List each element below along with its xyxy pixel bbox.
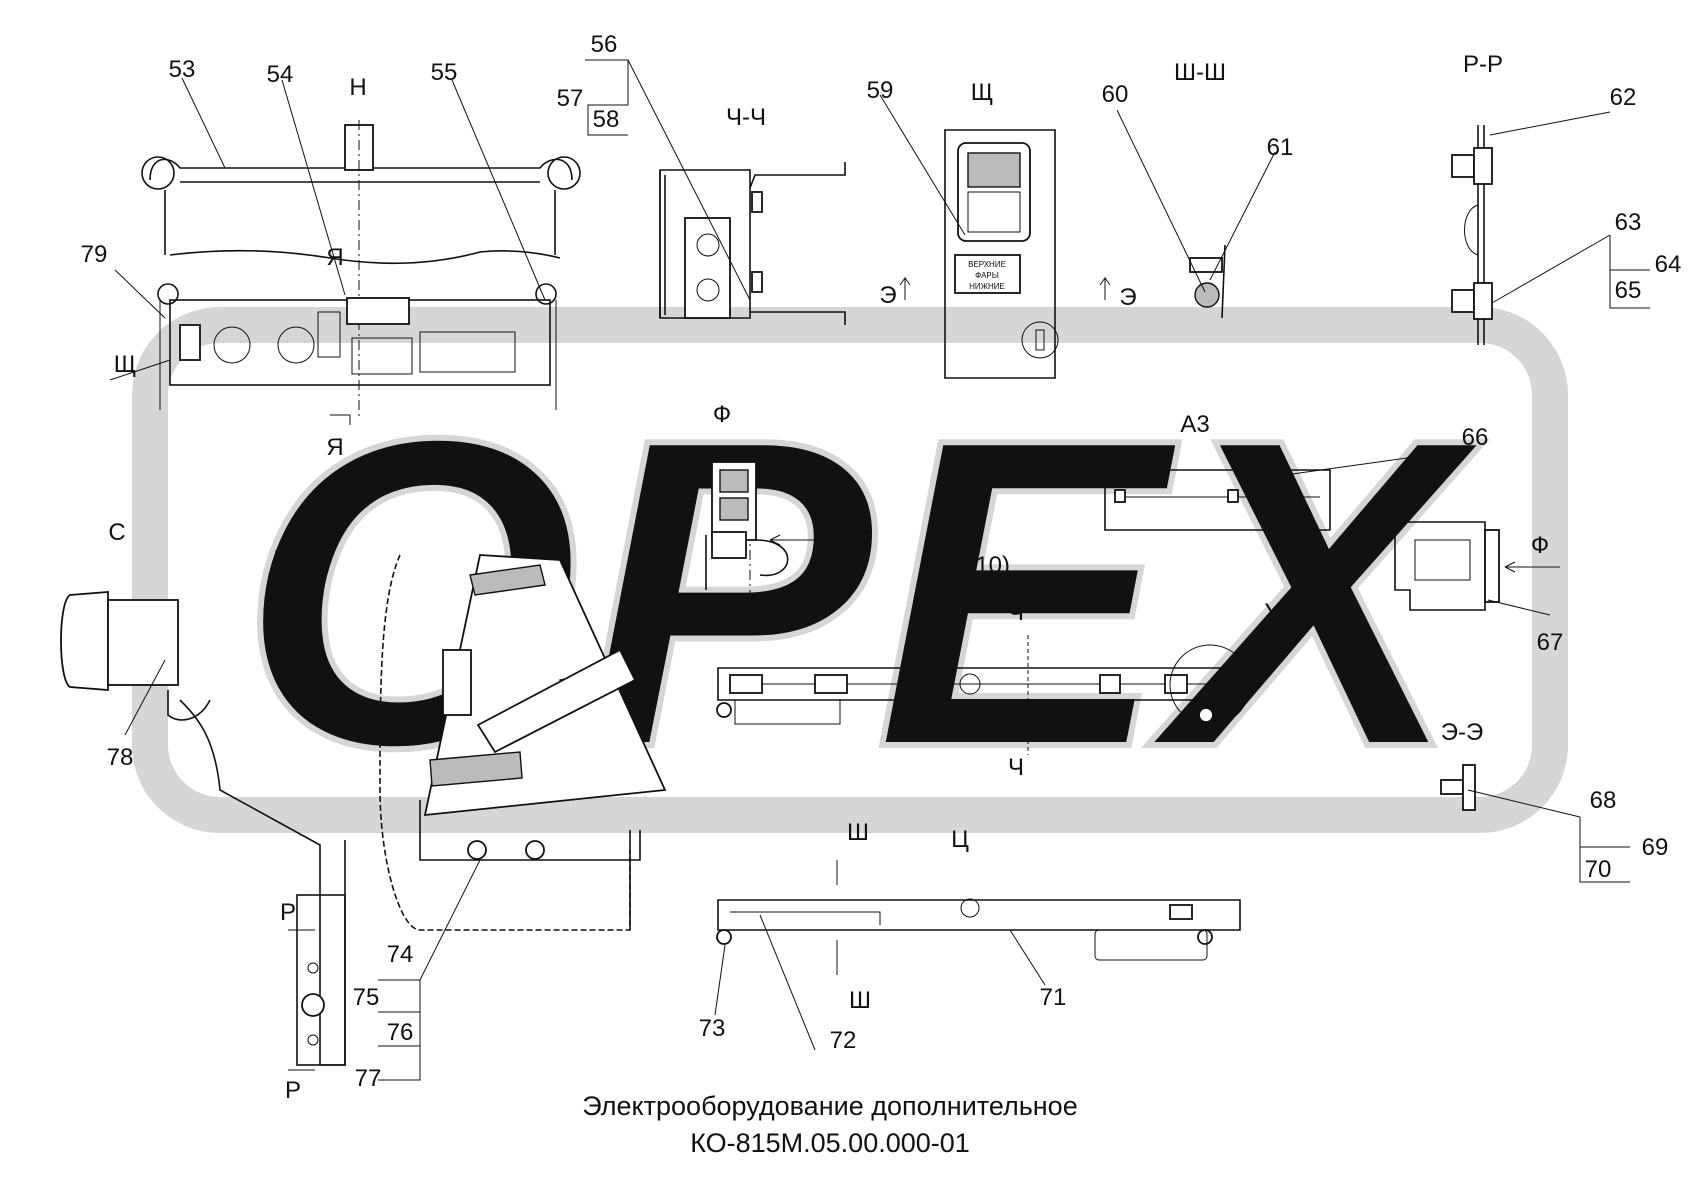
section-ya-ya [379,554,667,931]
view-ts-beam [716,860,1241,975]
callout-69: 69 [1642,834,1669,861]
label-section-ya-top: Я [326,244,343,271]
arrow-f-side [1504,561,1560,573]
label-section-ch-bottom: Ч [1008,754,1024,781]
label-r-top: Р [280,899,296,926]
label-section-e-right: Э [1119,284,1136,311]
label-section-sh-bottom: Ш [849,987,871,1014]
callout-55: 55 [431,59,458,86]
label-arrow-ts: Ц [813,506,831,533]
callout-54: 54 [267,61,294,88]
switch-label-upper: ВЕРХНИЕ [968,260,1006,269]
section-r-r [1451,125,1493,345]
label-a3: А3 [1180,411,1209,438]
label-view-u-top: У [1432,464,1448,491]
label-section-ch-ch: Ч-Ч [726,104,766,131]
leader-shch [109,359,171,381]
section-e-e [1440,764,1476,811]
callout-67: 67 [1537,629,1564,656]
callout-63: 63 [1615,209,1642,236]
label-detail-shch: Щ [971,79,994,106]
callout-74: 74 [387,941,414,968]
view-u-side [1394,521,1500,611]
label-view-u-mid: У [1264,599,1280,626]
callout-64: 64 [1655,251,1682,278]
label-r-bottom: Р [285,1077,301,1104]
callout-58: 58 [593,106,620,133]
callout-leaders [114,59,1650,1081]
label-view-shch: Щ [114,351,137,378]
view-n-dashboard [141,120,581,425]
callout-65: 65 [1615,277,1642,304]
arrow-e-left [899,276,911,300]
arrow-ts [769,534,840,546]
label-section-e-left: Э [879,282,896,309]
detail-shch-switch: ВЕРХНИЕ ФАРЫ НИЖНИЕ [944,129,1059,379]
view-f-top [705,450,789,620]
label-view-f-top: Ф [713,401,731,428]
callout-53: 53 [169,56,196,83]
label-section-ya-bottom: Я [326,434,343,461]
caption-code: КО-815М.05.00.000-01 [690,1128,970,1158]
callout-68: 68 [1590,787,1617,814]
label-section-e-e: Э-Э [1441,719,1484,746]
label-view-ts: Ц [951,826,969,853]
label-section-sh-sh: Ш-Ш [1174,59,1226,86]
callout-62: 62 [1610,84,1637,111]
callout-79: 79 [81,241,108,268]
callout-71: 71 [1040,984,1067,1011]
callout-77: 77 [355,1065,382,1092]
callout-57: 57 [557,85,584,112]
label-section-sh-top: Ш [847,819,869,846]
label-view-s: С [108,519,125,546]
callout-59: 59 [867,77,894,104]
detail-circle-u [1169,644,1251,726]
section-ch-ch [659,162,846,325]
callout-56: 56 [591,31,618,58]
callout-72: 72 [830,1027,857,1054]
label-view-f-side: Ф [1531,532,1549,559]
caption-title: Электрооборудование дополнительное [582,1091,1077,1121]
label-view-t-scale: Т (1:10) [926,552,1010,579]
callout-60: 60 [1102,81,1129,108]
callout-75: 75 [353,984,380,1011]
label-section-ch-top: Ч [1008,599,1024,626]
label-section-r-r: Р-Р [1463,51,1503,78]
view-t-beam [716,635,1226,755]
switch-label-lights: ФАРЫ [975,271,999,280]
foot-bracket [288,894,346,1071]
callout-66: 66 [1462,424,1489,451]
section-sh-sh [1189,244,1226,319]
callout-73: 73 [699,1015,726,1042]
label-view-t: Т [275,546,290,573]
view-a3-beam [1104,469,1331,531]
switch-label-lower: НИЖНИЕ [969,282,1005,291]
view-s-headlamp [60,591,346,1066]
callout-76: 76 [387,1019,414,1046]
label-section-ya-ya: Я-Я [467,469,510,496]
watermark-text: OPEX [239,348,1484,839]
label-section-n: Н [349,74,366,101]
callout-70: 70 [1585,856,1612,883]
callout-78: 78 [107,744,134,771]
callout-61: 61 [1267,134,1294,161]
watermark: OPEX [132,307,1568,842]
arrow-e-right [1099,276,1111,300]
